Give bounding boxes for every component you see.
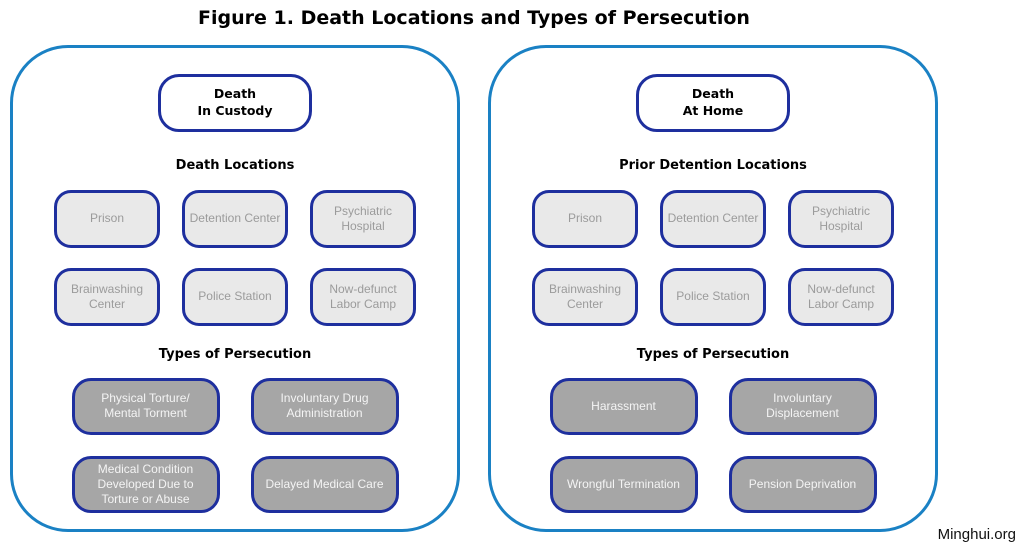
death-locations-grid: Prison Detention Center Psychiatric Hosp… — [54, 189, 416, 326]
location-box-prison: Prison — [532, 189, 638, 248]
persecution-box-delayed-medical-care: Delayed Medical Care — [250, 455, 399, 513]
death-locations-header: Death Locations — [175, 158, 295, 173]
capsule-death-in-custody: Death In Custody — [158, 74, 312, 132]
location-box-prison: Prison — [54, 189, 160, 248]
location-box-labor-camp: Now-defunct Labor Camp — [788, 267, 894, 326]
minghui-credit: Minghui.org — [937, 526, 1016, 543]
prior-detention-locations-header: Prior Detention Locations — [619, 158, 807, 173]
persecution-box-involuntary-displacement: Involuntary Displacement — [728, 377, 877, 435]
persecution-box-wrongful-termination: Wrongful Termination — [549, 455, 698, 513]
location-box-brainwashing-center: Brainwashing Center — [54, 267, 160, 326]
persecution-box-physical-torture: Physical Torture/ Mental Torment — [71, 377, 220, 435]
persecution-box-harassment: Harassment — [549, 377, 698, 435]
location-box-labor-camp: Now-defunct Labor Camp — [310, 267, 416, 326]
persecution-types-grid: Physical Torture/ Mental Torment Involun… — [71, 377, 399, 513]
location-box-detention-center: Detention Center — [182, 189, 288, 248]
location-box-psychiatric-hospital: Psychiatric Hospital — [788, 189, 894, 248]
prior-detention-locations-grid: Prison Detention Center Psychiatric Hosp… — [532, 189, 894, 326]
panel-death-at-home: Death At Home Prior Detention Locations … — [488, 45, 938, 532]
persecution-box-medical-condition: Medical Condition Developed Due to Tortu… — [71, 455, 220, 513]
persecution-types-header: Types of Persecution — [158, 346, 312, 362]
capsule-death-at-home: Death At Home — [636, 74, 790, 132]
persecution-types-grid: Harassment Involuntary Displacement Wron… — [549, 377, 877, 513]
figure-title: Figure 1. Death Locations and Types of P… — [198, 7, 750, 29]
location-box-brainwashing-center: Brainwashing Center — [532, 267, 638, 326]
location-box-detention-center: Detention Center — [660, 189, 766, 248]
location-box-police-station: Police Station — [660, 267, 766, 326]
persecution-box-pension-deprivation: Pension Deprivation — [728, 455, 877, 513]
persecution-types-header: Types of Persecution — [636, 346, 790, 362]
location-box-police-station: Police Station — [182, 267, 288, 326]
persecution-box-involuntary-drug: Involuntary Drug Administration — [250, 377, 399, 435]
panel-death-in-custody: Death In Custody Death Locations Prison … — [10, 45, 460, 532]
location-box-psychiatric-hospital: Psychiatric Hospital — [310, 189, 416, 248]
